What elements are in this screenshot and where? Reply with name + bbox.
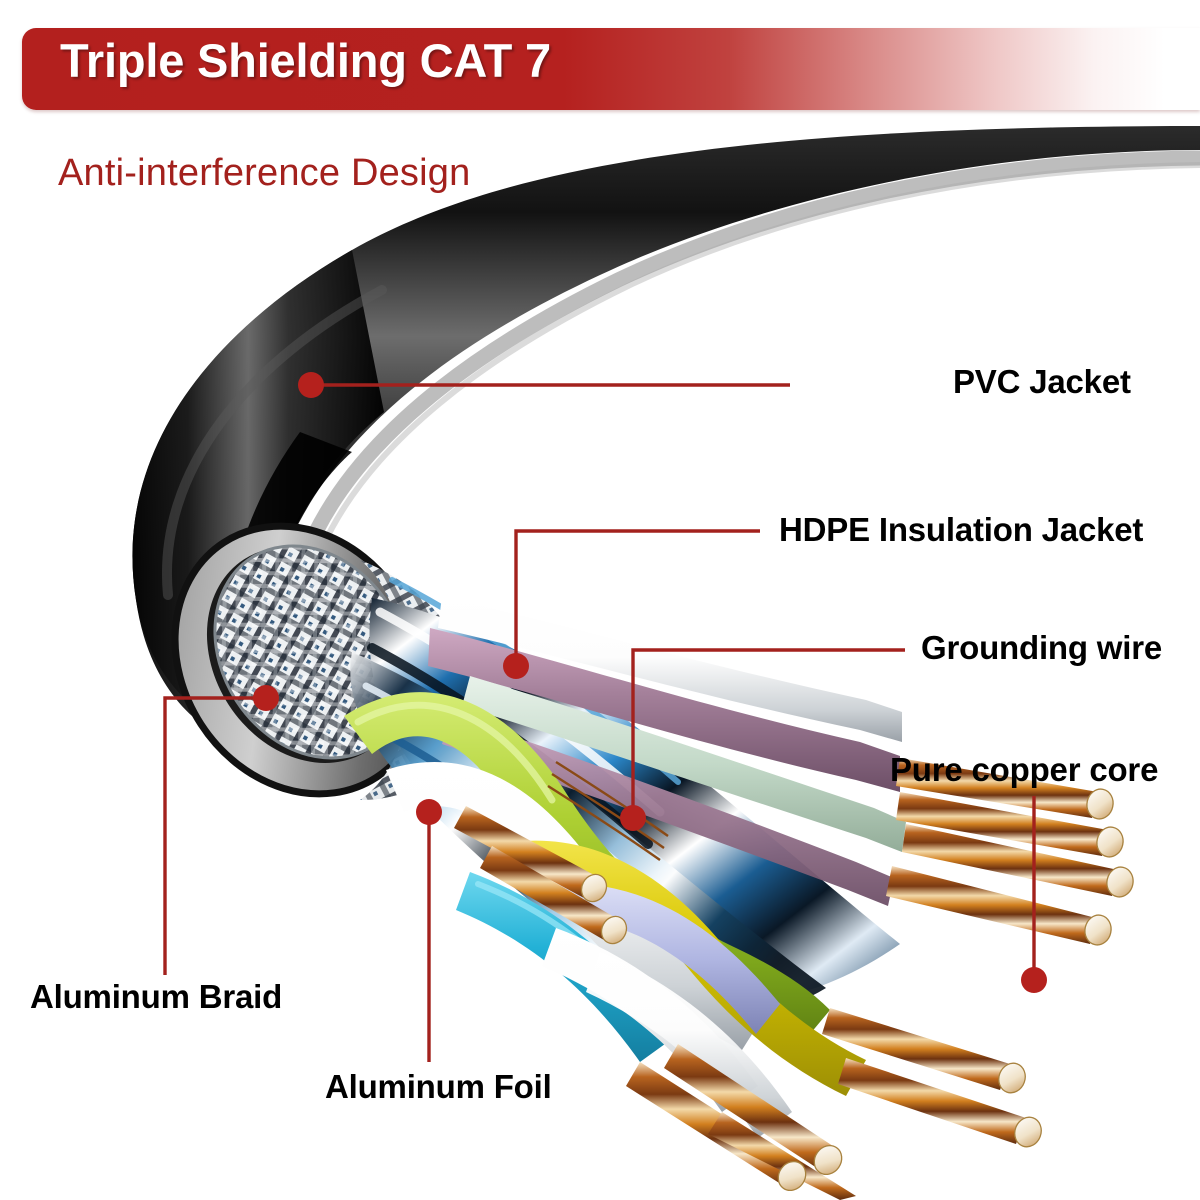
page-title: Triple Shielding CAT 7 <box>60 34 551 87</box>
callout-dot-grounding-wire[interactable] <box>620 805 646 831</box>
callout-dot-aluminum-foil[interactable] <box>416 799 442 825</box>
label-pure-copper: Pure copper core <box>890 751 1159 788</box>
copper-strands-left <box>454 806 628 945</box>
callout-dot-hdpe-insulation[interactable] <box>503 653 529 679</box>
copper-strands-upper <box>886 758 1134 946</box>
label-grounding-wire: Grounding wire <box>921 629 1163 666</box>
label-aluminum-foil: Aluminum Foil <box>325 1068 552 1105</box>
copper-strands-lower-right <box>822 1008 1042 1148</box>
label-pvc-jacket: PVC Jacket <box>953 363 1131 400</box>
callout-dot-pure-copper[interactable] <box>1021 967 1047 993</box>
callout-dot-aluminum-braid[interactable] <box>253 685 279 711</box>
callout-dot-pvc-jacket[interactable] <box>298 372 324 398</box>
copper-strands-bottom <box>626 1044 856 1200</box>
label-aluminum-braid: Aluminum Braid <box>30 978 283 1015</box>
grounding-wire-strands <box>547 760 669 861</box>
page-subtitle: Anti-interference Design <box>58 152 471 194</box>
label-hdpe-insulation: HDPE Insulation Jacket <box>779 511 1144 548</box>
header-banner <box>22 28 1200 110</box>
